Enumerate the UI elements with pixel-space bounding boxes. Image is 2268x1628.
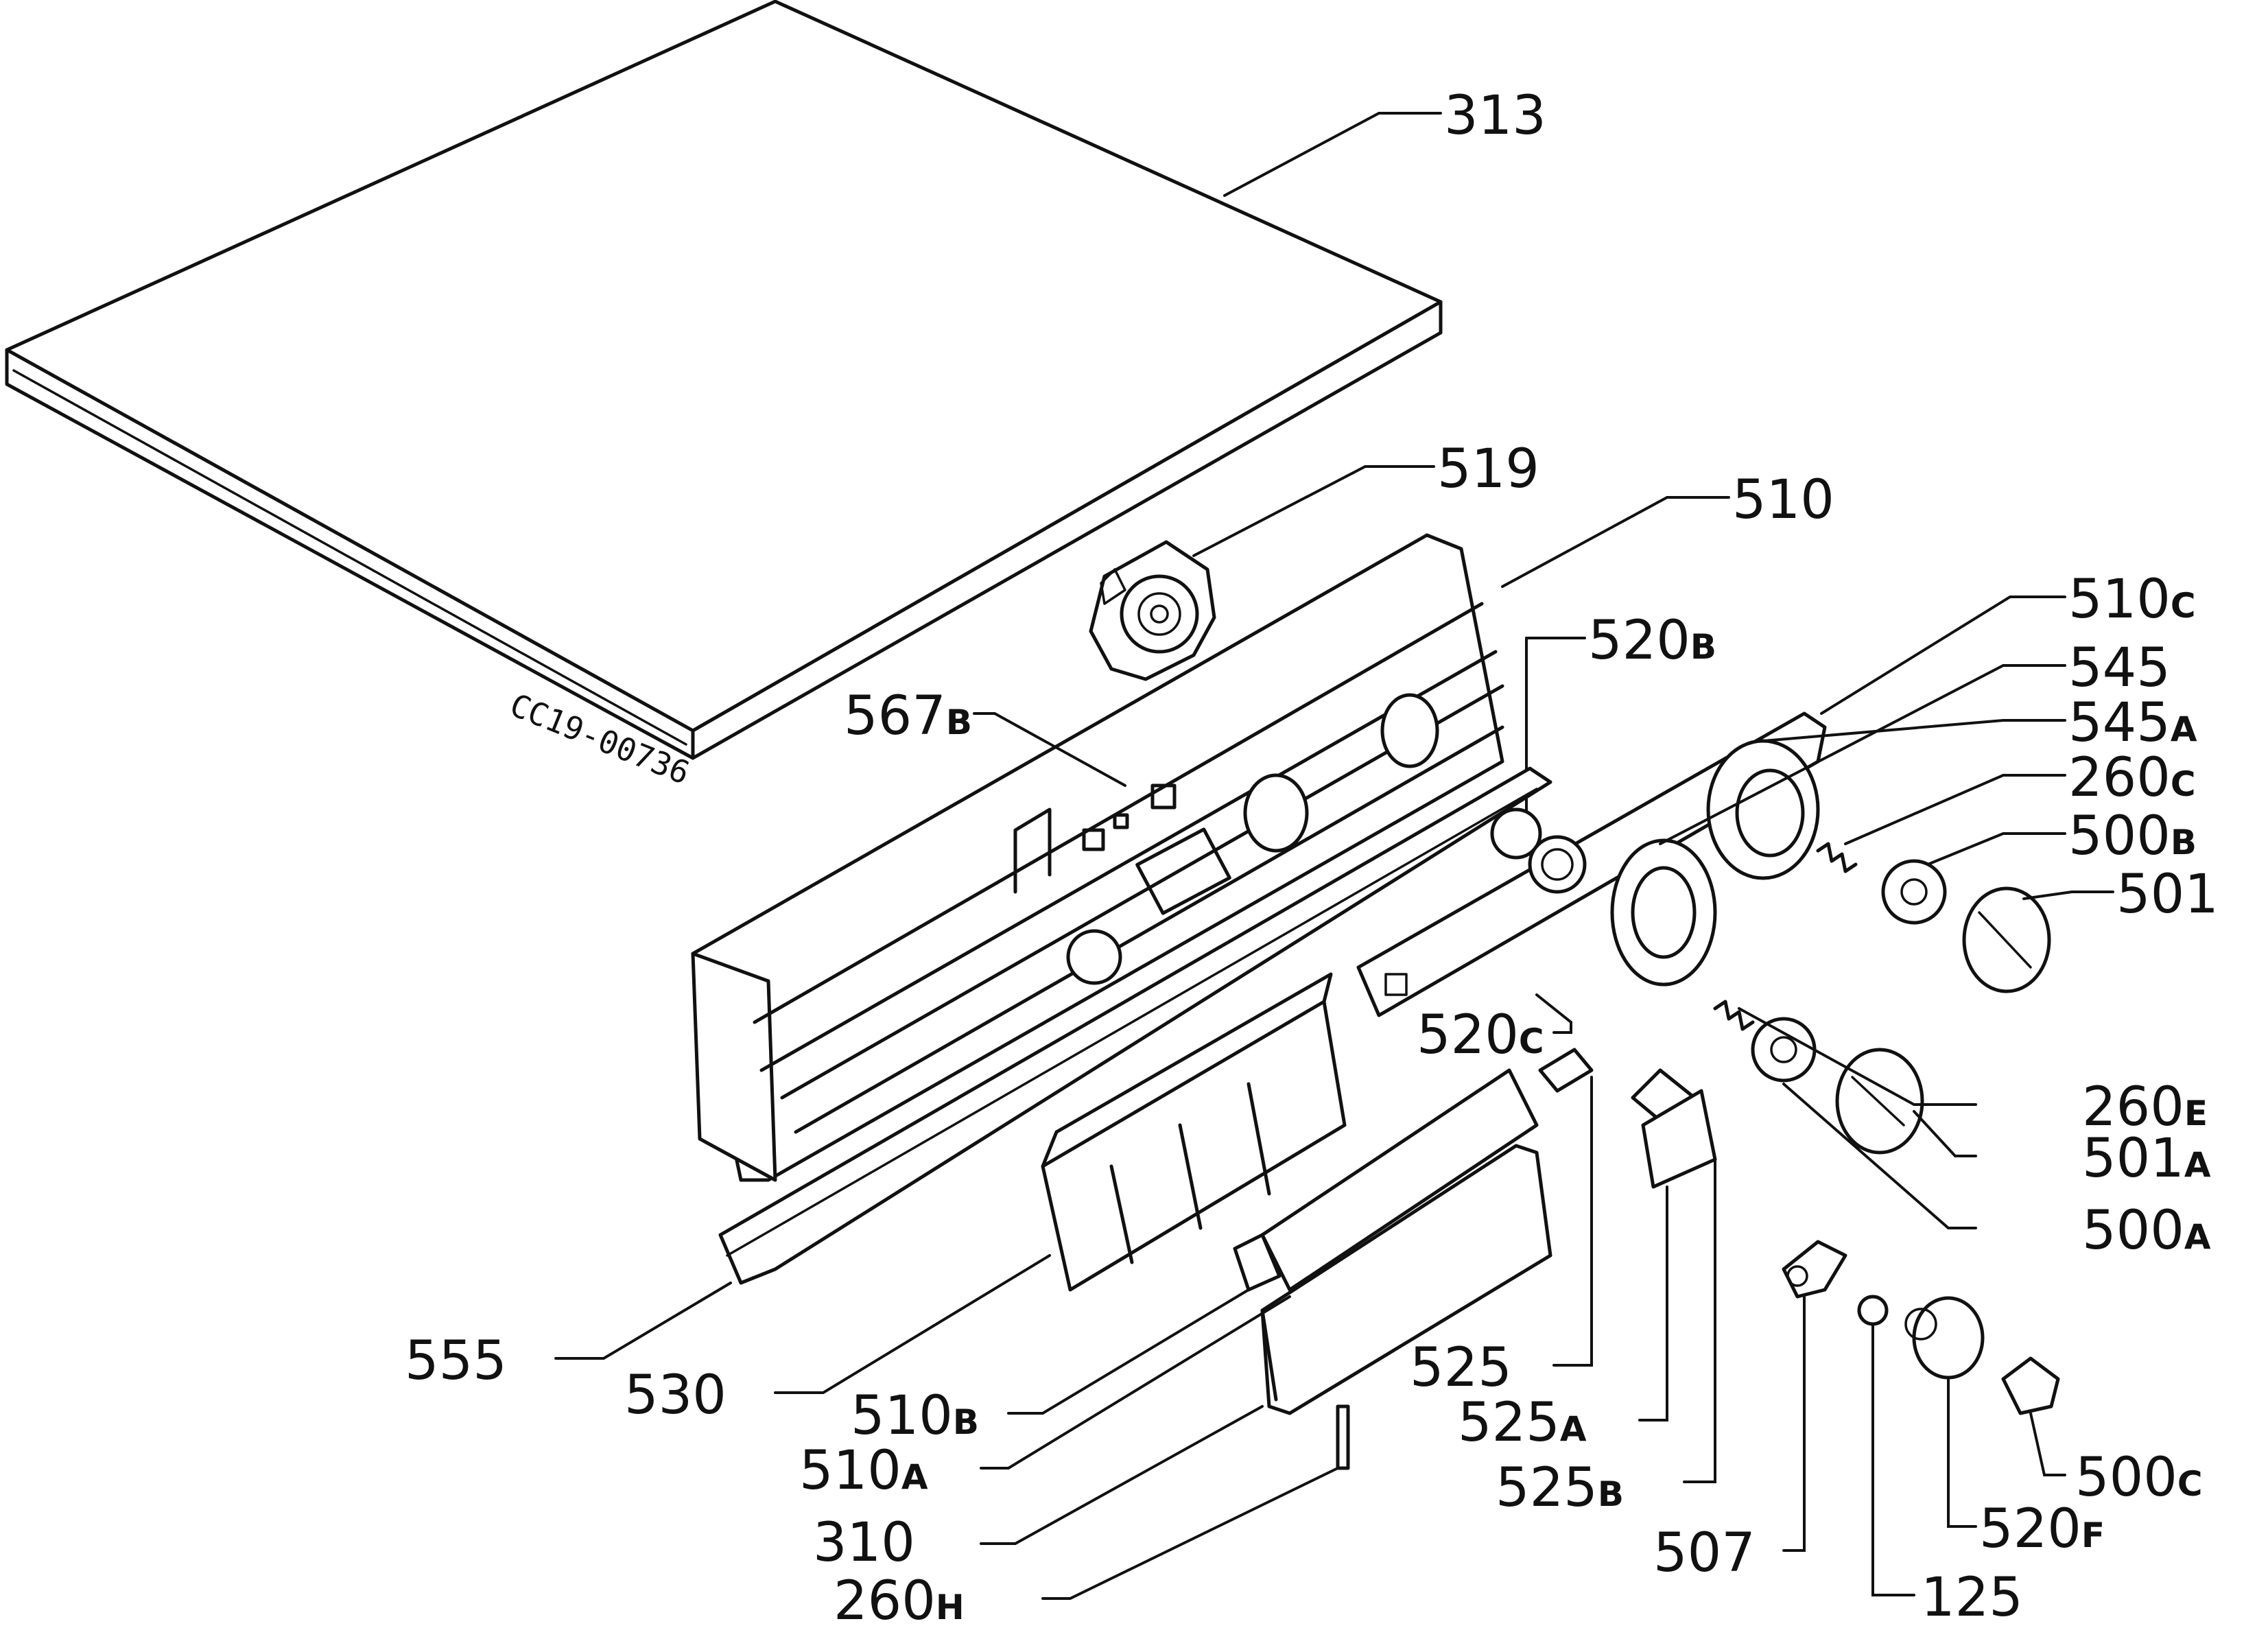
callout-510b: 510B — [851, 1385, 979, 1447]
part-310-handle — [1260, 1144, 1552, 1415]
part-260h-pin — [1336, 1404, 1350, 1470]
callout-310: 310 — [813, 1512, 915, 1574]
leader-lines — [554, 112, 2114, 1600]
part-260c-spring — [1816, 842, 1858, 873]
callout-500b: 500B — [2068, 805, 2197, 867]
callout-501a: 501A — [2082, 1128, 2211, 1190]
callout-510: 510 — [1732, 469, 1834, 531]
part-313-top-cover — [5, 0, 1443, 760]
callout-501: 501 — [2116, 864, 2219, 925]
callout-519: 519 — [1437, 438, 1539, 500]
part-500a-knob-shaft — [1751, 1017, 1817, 1083]
part-510-control-panel — [691, 533, 1504, 1182]
part-510b-clip — [1233, 1233, 1281, 1292]
part-125-nut — [1857, 1295, 1889, 1326]
callout-545a: 545A — [2068, 692, 2197, 754]
callout-260e: 260E — [2082, 1076, 2208, 1138]
part-260e-spring — [1713, 1000, 1755, 1031]
part-507-switch — [1782, 1240, 1847, 1299]
callout-520f: 520F — [1979, 1498, 2105, 1560]
callout-545: 545 — [2068, 637, 2171, 699]
callout-510a: 510A — [799, 1440, 928, 1502]
callout-520b: 520B — [1588, 610, 1716, 672]
callout-labels: 313 519 510 520B 567B 510C 545 545A 260C… — [405, 85, 2219, 1628]
callout-525: 525 — [1410, 1337, 1512, 1399]
part-520f-knob — [1904, 1296, 1985, 1380]
part-500b-knob-shaft — [1881, 859, 1947, 925]
part-501-knob — [1962, 886, 2051, 993]
part-500c-knob — [2001, 1356, 2060, 1415]
callout-520c: 520C — [1417, 1004, 1544, 1066]
callout-510c: 510C — [2068, 569, 2196, 630]
callout-260c: 260C — [2068, 747, 2196, 809]
callout-555: 555 — [405, 1330, 507, 1392]
part-555-trim-strip — [718, 766, 1552, 1285]
callout-500a: 500A — [2082, 1200, 2211, 1262]
part-530-detergent-drawer — [1041, 972, 1347, 1292]
callout-525a: 525A — [1458, 1392, 1587, 1454]
callout-507: 507 — [1653, 1522, 1756, 1584]
part-520c-gear-assembly — [1490, 807, 1587, 894]
callout-125: 125 — [1921, 1567, 2023, 1628]
callout-525b: 525B — [1496, 1457, 1624, 1519]
callout-260h: 260H — [834, 1570, 965, 1628]
part-519-fan-unit — [1089, 540, 1216, 681]
callout-500c: 500C — [2075, 1447, 2203, 1509]
callout-313: 313 — [1444, 85, 1546, 147]
part-510a-cover-plate — [1260, 1068, 1539, 1292]
part-525-button-assembly — [1538, 1048, 1717, 1189]
callout-567b: 567B — [844, 685, 972, 747]
callout-530: 530 — [624, 1365, 727, 1426]
